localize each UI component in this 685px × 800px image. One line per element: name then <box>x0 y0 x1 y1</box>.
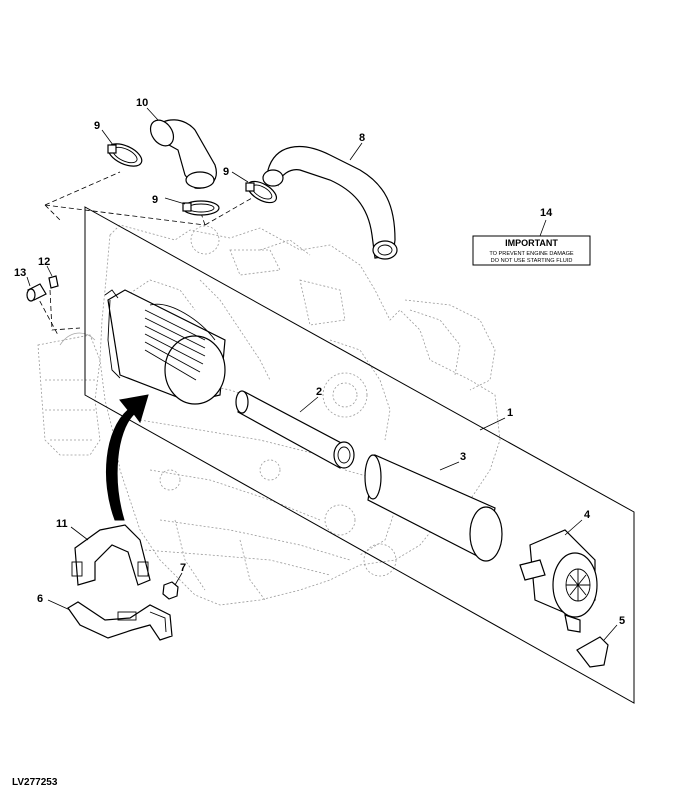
callout-11: 11 <box>56 518 68 530</box>
warning-decal: IMPORTANT TO PREVENT ENGINE DAMAGE DO NO… <box>472 235 591 266</box>
hex-nut <box>162 581 179 600</box>
callout-9-upper-left: 9 <box>94 120 100 132</box>
callout-10: 10 <box>136 97 148 109</box>
elbow-hose <box>149 119 217 189</box>
inner-filter-element <box>235 390 355 469</box>
hose-clamp-upper-left <box>107 143 143 167</box>
callout-leaders <box>26 107 618 641</box>
air-cleaner-body <box>104 289 226 405</box>
callout-6: 6 <box>37 593 43 605</box>
restriction-indicator-13 <box>26 283 47 302</box>
decal-heading: IMPORTANT <box>505 238 558 248</box>
primary-filter-element <box>364 454 503 562</box>
callout-2: 2 <box>316 386 322 398</box>
callout-13: 13 <box>14 267 26 279</box>
hose-clamp-right <box>245 180 278 204</box>
mounting-plane-outline <box>84 206 635 704</box>
end-cap <box>519 529 598 633</box>
callout-5: 5 <box>619 615 625 627</box>
mounting-bracket-lower <box>67 601 173 641</box>
callout-1: 1 <box>507 407 513 419</box>
callout-12: 12 <box>38 256 50 268</box>
intake-hose <box>262 146 398 260</box>
callout-9-lower: 9 <box>152 194 158 206</box>
hose-clamp-lower <box>182 200 220 216</box>
mounting-band-upper <box>71 524 151 586</box>
fitting-12 <box>48 275 59 289</box>
decal-line-1: TO PREVENT ENGINE DAMAGE <box>489 251 574 257</box>
decal-line-2: DO NOT USE STARTING FLUID <box>491 258 573 264</box>
figure-code: LV277253 <box>12 777 58 788</box>
callout-9-right: 9 <box>223 166 229 178</box>
callout-8: 8 <box>359 132 365 144</box>
callout-14: 14 <box>540 207 553 219</box>
assembly-direction-arrow <box>106 394 149 521</box>
callout-4: 4 <box>584 509 591 521</box>
callout-7: 7 <box>180 562 186 574</box>
reference-dash-lines <box>35 171 253 336</box>
dust-valve <box>576 636 609 668</box>
callout-3: 3 <box>460 451 466 463</box>
